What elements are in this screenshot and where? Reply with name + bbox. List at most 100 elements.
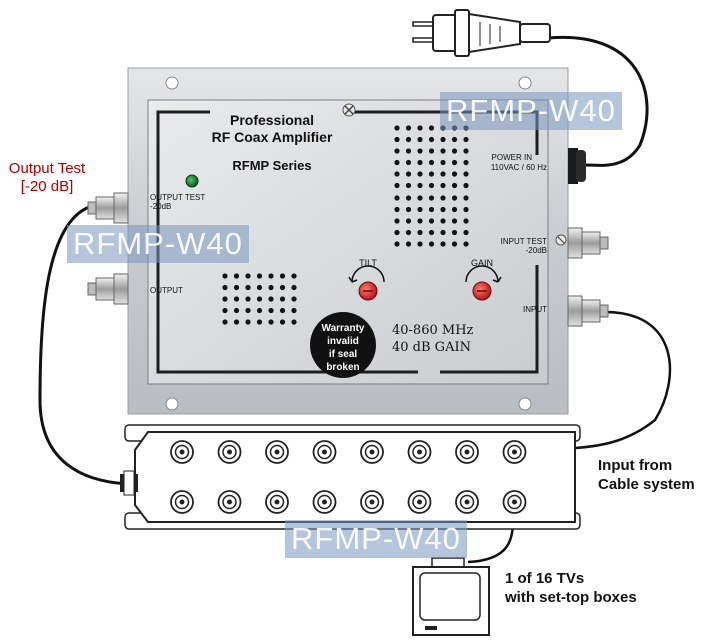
vent-hole	[394, 125, 400, 131]
output-test-callout-line1: Output Test	[8, 160, 86, 177]
vent-hole	[394, 218, 400, 224]
vent-hole	[245, 284, 251, 291]
vent-hole	[394, 148, 400, 154]
vent-hole	[291, 284, 297, 291]
vent-hole	[428, 159, 435, 166]
output-test-level-label: -20dB	[150, 202, 171, 211]
vent-hole	[405, 218, 412, 224]
seal-line-4: broken	[326, 362, 359, 373]
watermark: RFMP-W40	[67, 225, 249, 263]
splitter-port[interactable]	[312, 440, 337, 464]
input-cable	[574, 310, 672, 450]
vent-hole	[268, 319, 274, 325]
vent-hole	[428, 195, 435, 201]
tilt-arrow-icon	[351, 265, 385, 283]
gain-label: GAIN	[471, 258, 493, 268]
vent-hole	[428, 125, 435, 131]
vent-hole	[440, 159, 446, 166]
vent-hole	[233, 284, 240, 291]
vent-hole	[245, 319, 251, 325]
vent-hole	[405, 159, 412, 166]
vent-hole	[394, 206, 400, 213]
power-cable	[547, 35, 649, 167]
output-port-label: OUTPUT	[150, 286, 183, 295]
splitter-port[interactable]	[360, 490, 384, 514]
splitter-port[interactable]	[217, 490, 242, 514]
vent-hole	[451, 148, 458, 154]
splitter-port[interactable]	[407, 490, 432, 514]
splitter-port[interactable]	[265, 440, 289, 464]
vent-hole	[417, 171, 423, 177]
vent-hole	[451, 159, 458, 166]
output-test-port-label: OUTPUT TEST	[150, 193, 205, 202]
vent-hole	[245, 273, 251, 279]
vent-hole	[256, 307, 263, 314]
splitter-port[interactable]	[217, 440, 242, 464]
input-connector[interactable]	[567, 295, 609, 327]
vent-hole	[463, 182, 469, 189]
splitter-port[interactable]	[170, 490, 194, 514]
tv-callout-line2: with set-top boxes	[505, 589, 637, 606]
gain-spec: 40 dB GAIN	[392, 340, 471, 355]
screw-icon	[555, 234, 567, 246]
warranty-seal	[310, 312, 376, 378]
vent-hole	[394, 229, 400, 236]
vent-hole	[279, 296, 286, 302]
splitter-port-grid	[170, 440, 527, 514]
splitter-port[interactable]	[502, 440, 527, 464]
splitter-port[interactable]	[170, 440, 194, 464]
output-connector[interactable]	[87, 273, 129, 305]
vent-hole	[463, 206, 469, 213]
vent-hole	[222, 296, 228, 302]
tilt-label: TILT	[359, 258, 377, 268]
vent-hole	[428, 241, 435, 247]
tv-icon	[412, 557, 490, 636]
vent-grid-left	[222, 273, 297, 325]
vent-hole	[233, 273, 240, 279]
vent-hole	[291, 307, 297, 314]
vent-hole	[417, 195, 423, 201]
vent-hole	[405, 229, 412, 236]
input-test-connector[interactable]	[567, 227, 609, 259]
mounting-hole	[518, 397, 532, 411]
vent-hole	[440, 171, 446, 177]
vent-hole	[394, 159, 400, 166]
vent-hole	[394, 171, 400, 177]
vent-hole	[428, 182, 435, 189]
input-port-label: INPUT	[523, 305, 547, 314]
vent-hole	[451, 171, 458, 177]
vent-hole	[291, 319, 297, 325]
vent-hole	[463, 171, 469, 177]
vent-hole	[245, 296, 251, 302]
vent-hole	[440, 182, 446, 189]
vent-hole	[417, 229, 423, 236]
splitter-port[interactable]	[312, 490, 337, 514]
vent-hole	[463, 241, 469, 247]
watermark: RFMP-W40	[285, 520, 467, 558]
splitter-port[interactable]	[407, 440, 432, 464]
mounting-hole	[165, 76, 179, 90]
vent-hole	[256, 284, 263, 291]
vent-hole	[222, 307, 228, 314]
vent-hole	[428, 229, 435, 236]
vent-hole	[394, 195, 400, 201]
splitter-port[interactable]	[502, 490, 527, 514]
vent-hole	[428, 218, 435, 224]
vent-hole	[451, 241, 458, 247]
splitter-port[interactable]	[455, 490, 479, 514]
sixteen-way-splitter	[120, 424, 581, 530]
mounting-hole	[165, 397, 179, 411]
vent-hole	[451, 218, 458, 224]
splitter-port[interactable]	[360, 440, 384, 464]
output-test-connector[interactable]	[87, 192, 129, 224]
splitter-port[interactable]	[455, 440, 479, 464]
vent-hole	[451, 195, 458, 201]
screw-icon	[342, 103, 356, 117]
tv-callout-line1: 1 of 16 TVs	[505, 570, 585, 587]
vent-hole	[279, 307, 286, 314]
product-title-line1: Professional	[230, 112, 314, 128]
power-inlet[interactable]	[568, 148, 586, 184]
vent-hole	[405, 148, 412, 154]
vent-hole	[417, 218, 423, 224]
splitter-port[interactable]	[265, 490, 289, 514]
